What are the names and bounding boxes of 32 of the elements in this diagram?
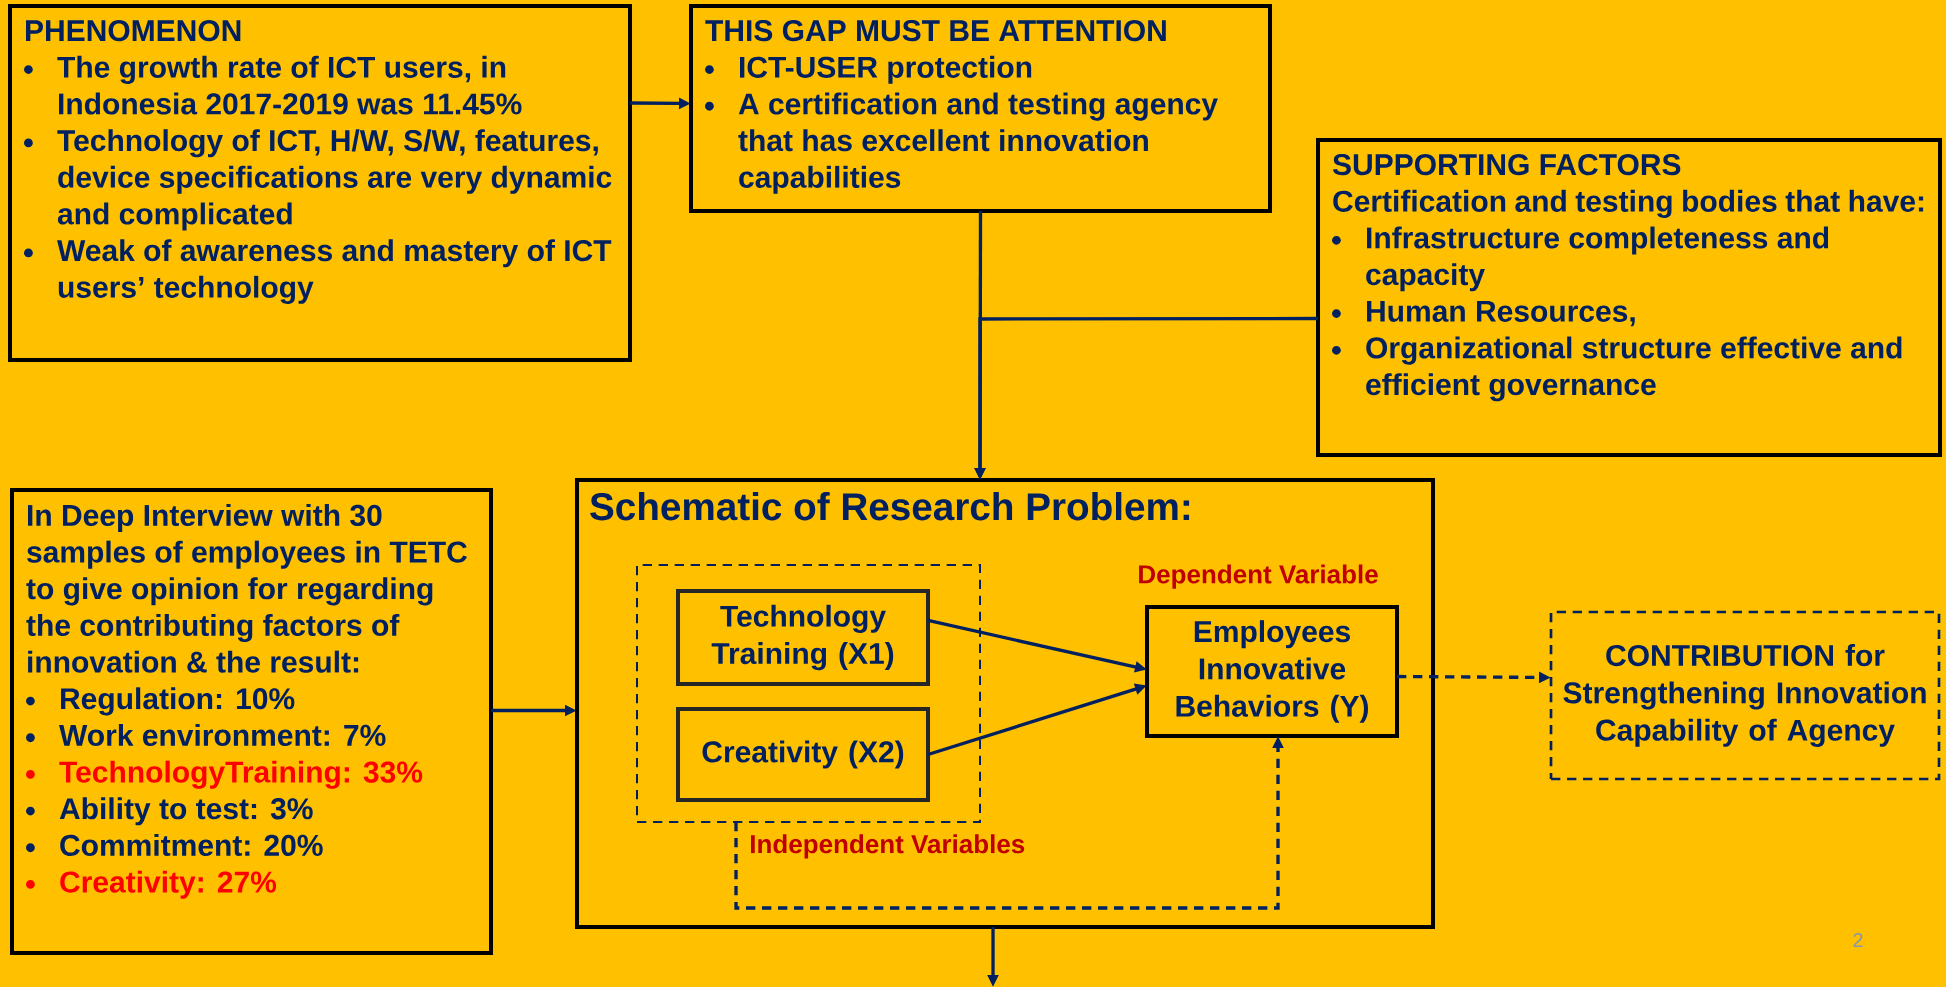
bullet-item: Ability to test: 3%	[59, 797, 313, 826]
variable-box: Employees Innovative Behaviors (Y)	[1145, 605, 1399, 738]
text-box	[1316, 138, 1942, 457]
bullet-item: ICT-USER protection	[740, 55, 1032, 84]
bullet-item: The growth rate of ICT users, in Indonesia 2017-2019 was 11.45%	[57, 55, 522, 115]
variable-box: Technology Training (X1)	[676, 589, 930, 686]
heading: THIS GAP MUST BE ATTENTION	[705, 20, 1166, 42]
group-label: Independent Variables	[751, 834, 1025, 859]
text-paragraph: In Deep Interview with 30 samples of employees in TETC to give opinion for regarding the contributing factors of innovation & the result:	[26, 504, 467, 673]
text-paragraph: Certification and testing bodies that have:	[1333, 189, 1924, 218]
text-box	[8, 4, 632, 362]
box-heading: Dependent Variable	[1139, 564, 1378, 589]
heading: PHENOMENON	[26, 20, 241, 42]
bullet-item: Organizational structure effective and efficient governance	[1366, 336, 1902, 402]
bullet-item: Regulation: 10%	[61, 687, 295, 716]
dashed-box: CONTRIBUTION for Strengthening Innovation Capability of Agency	[1549, 610, 1941, 781]
bullet-item: Commitment: 20%	[60, 834, 323, 857]
bullet-item: Technology of ICT, H/W, S/W, features, device specifications are very dynamic and complicated	[57, 129, 612, 231]
page-number: 2	[1853, 933, 1863, 947]
bullet-item: A certification and testing agency that has excellent innovation capabilities	[738, 92, 1218, 194]
bullet-item: Creativity: 27%	[60, 870, 277, 899]
variable-box: Creativity (X2)	[676, 707, 930, 802]
bullet-item: TechnologyTraining: 33%	[59, 760, 423, 789]
heading: SUPPORTING FACTORS	[1332, 154, 1681, 176]
bullet-item: Human Resources,	[1367, 300, 1635, 327]
text-box	[10, 488, 493, 955]
text-box	[689, 4, 1272, 213]
panel-heading: Schematic of Research Problem:	[590, 492, 1190, 521]
bullet-item: Work environment: 7%	[59, 724, 386, 747]
panel-box	[575, 478, 1435, 929]
bullet-item: Weak of awareness and mastery of ICT users’ technology	[57, 239, 612, 304]
bullet-item: Infrastructure completeness and capacity	[1366, 226, 1829, 292]
